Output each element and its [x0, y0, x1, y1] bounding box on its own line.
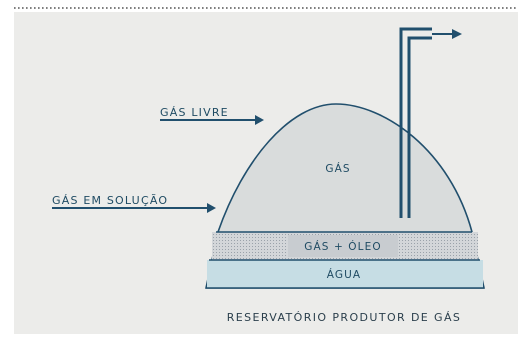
- free-gas-arrow-icon: [255, 115, 264, 125]
- well-pipe-inner: [407, 36, 432, 218]
- well-outflow-arrow-icon: [452, 29, 462, 39]
- well-pipe-outer: [399, 27, 432, 218]
- label-free-gas: GÁS LIVRE: [160, 106, 229, 119]
- solution-gas-arrow-icon: [207, 203, 216, 213]
- label-water: ÁGUA: [327, 268, 361, 281]
- diagram-caption: RESERVATÓRIO PRODUTOR DE GÁS: [227, 311, 462, 324]
- gas-oil-label-background: [288, 235, 398, 257]
- label-solution-gas: GÁS EM SOLUÇÃO: [52, 194, 168, 207]
- label-gas: GÁS: [325, 162, 350, 175]
- water-band: [207, 260, 483, 288]
- label-gas-oil: GÁS + ÓLEO: [304, 240, 381, 253]
